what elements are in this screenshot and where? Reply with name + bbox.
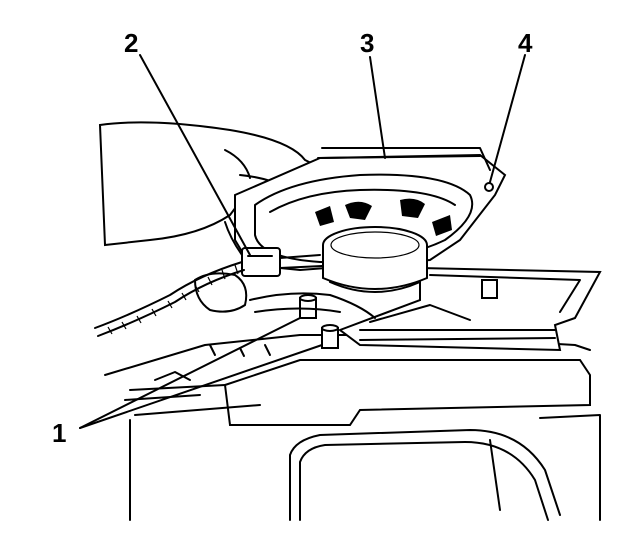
speaker-retainers xyxy=(249,292,376,349)
callout-3: 3 xyxy=(360,28,374,58)
leader-line-1a xyxy=(79,317,301,429)
leader-lines xyxy=(79,54,526,429)
wiring-harness xyxy=(94,221,245,337)
callout-2: 2 xyxy=(124,28,138,58)
speaker-frame xyxy=(234,147,507,272)
callout-4: 4 xyxy=(518,28,533,58)
callout-1: 1 xyxy=(52,418,66,448)
speaker-connector xyxy=(241,247,323,277)
leader-line-4 xyxy=(489,54,526,183)
door-opening xyxy=(289,414,601,521)
speaker-bracket xyxy=(337,266,602,352)
leader-line-2 xyxy=(139,54,251,256)
leader-line-3 xyxy=(369,56,386,159)
speaker-magnet xyxy=(322,226,428,293)
lower-trim-panel xyxy=(104,334,591,521)
leader-line-1b xyxy=(79,344,323,429)
